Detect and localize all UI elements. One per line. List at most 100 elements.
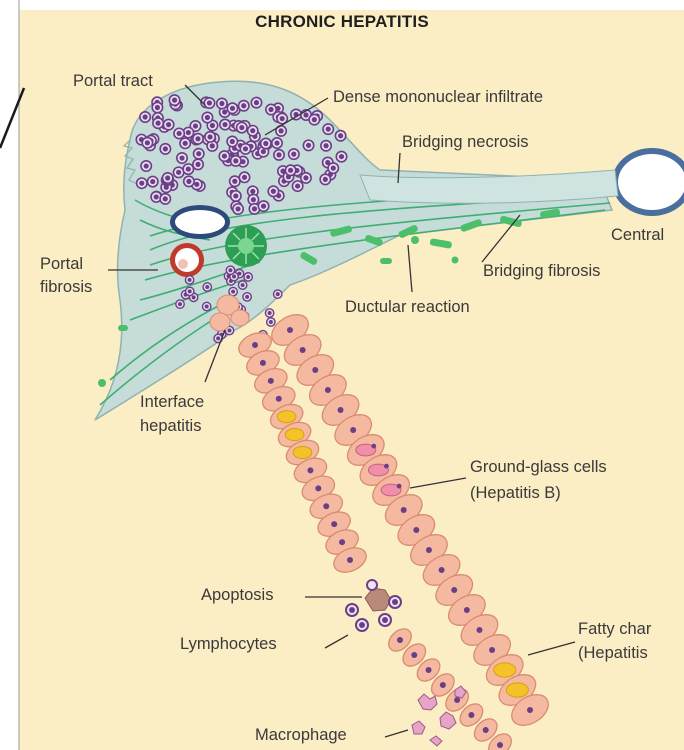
lymphocyte-nucleus (207, 100, 212, 105)
lymphocyte-nucleus (239, 125, 244, 130)
lymphocyte-nucleus (338, 133, 343, 138)
lymphocyte-nucleus (261, 204, 266, 209)
lymphocyte-nucleus (323, 177, 328, 182)
lymphocyte-nucleus (195, 162, 200, 167)
label-portal-fibrosis-line1: Portal (40, 255, 83, 274)
lymphocyte-nucleus (222, 122, 227, 127)
lymphocyte-nucleus (230, 106, 235, 111)
label-bridging-necrosis: Bridging necrosis (402, 133, 529, 152)
lymphocyte-nucleus (241, 103, 246, 108)
hepatocyte-nucleus (276, 396, 282, 402)
central-vein (612, 148, 684, 216)
hepatocyte-nucleus (252, 342, 258, 348)
lymphocyte-nucleus (271, 189, 276, 194)
hepatocyte-nucleus (315, 485, 321, 491)
hepatocyte-nucleus (307, 467, 313, 473)
lymphocyte-nucleus (295, 183, 300, 188)
label-ductular-reaction: Ductular reaction (345, 298, 470, 317)
lymphocyte-nucleus (291, 152, 296, 157)
label-fatty-line2: (Hepatitis (578, 644, 648, 663)
lymphocyte-nucleus (178, 302, 182, 306)
label-portal-tract: Portal tract (73, 72, 153, 91)
hepatocyte-nucleus (397, 637, 403, 643)
lymphocyte-nucleus (276, 152, 281, 157)
lymphocyte-nucleus (205, 305, 209, 309)
lymphocyte-nucleus (205, 285, 209, 289)
fat-droplet (494, 663, 516, 677)
label-macrophage: Macrophage (255, 726, 347, 745)
lymphocyte-nucleus (278, 128, 283, 133)
lymphocyte-nucleus (205, 115, 210, 120)
lymphocyte-nucleus (323, 143, 328, 148)
lymphocyte-nucleus (230, 139, 235, 144)
lymphocyte-nucleus (254, 100, 259, 105)
label-bridging-fibrosis: Bridging fibrosis (483, 262, 600, 281)
hepatocyte-nucleus (287, 327, 293, 333)
hepatocyte-nucleus (260, 360, 266, 366)
lymphocyte-nucleus (268, 107, 273, 112)
lymphocyte-nucleus (303, 112, 308, 117)
lymphocyte-nucleus (245, 295, 249, 299)
hepatocyte-nucleus (323, 503, 329, 509)
hepatocyte-nucleus (468, 712, 474, 718)
lymphocyte-nucleus (207, 134, 212, 139)
lymphocyte-nucleus (232, 275, 236, 279)
lymphocyte-nucleus (235, 206, 240, 211)
hepatocyte-nucleus (497, 742, 503, 748)
hepatocyte-nucleus (440, 682, 446, 688)
lymphocyte-nucleus (228, 268, 232, 272)
lymphocyte-nucleus (210, 123, 215, 128)
lymphocyte-nucleus (232, 179, 237, 184)
hepatocyte-nucleus (489, 647, 495, 653)
portal-tract-region (95, 81, 612, 420)
hepatocyte-nucleus (384, 464, 389, 469)
hepatocyte-nucleus (426, 547, 432, 553)
bile-duct (225, 225, 267, 267)
label-central: Central (611, 226, 664, 245)
hepatocyte-nucleus (401, 507, 407, 513)
label-ground-glass-line2: (Hepatitis B) (470, 484, 561, 503)
lymphocyte-nucleus (233, 158, 238, 163)
label-fatty-line1: Fatty char (578, 620, 651, 639)
hepatocyte-nucleus (426, 667, 432, 673)
lymphocyte-nucleus (312, 117, 317, 122)
lymphocyte-nucleus (269, 320, 273, 324)
lymphocyte-nucleus (176, 170, 181, 175)
lymphocyte-nucleus (233, 193, 238, 198)
lymphocyte-nucleus (222, 109, 227, 114)
lymphocyte-nucleus (188, 278, 192, 282)
lymphocyte-nucleus (186, 179, 191, 184)
hepatocyte-nucleus (476, 627, 482, 633)
hepatocyte-nucleus (439, 567, 445, 573)
lymphocyte-nucleus (306, 143, 311, 148)
lymphocyte-nucleus (144, 163, 149, 168)
lymphocyte-nucleus (177, 131, 182, 136)
lymphocyte-nucleus (186, 130, 191, 135)
label-dense-infiltrate: Dense mononuclear infiltrate (333, 88, 543, 107)
hepatocyte-nucleus (411, 652, 417, 658)
lymphocyte-nucleus (179, 155, 184, 160)
hepatocyte-nucleus (483, 727, 489, 733)
lymphocyte-nucleus (252, 206, 257, 211)
diagram-title: CHRONIC HEPATITIS (0, 12, 684, 32)
hepatocyte-nucleus (350, 427, 356, 433)
lymphocyte-nucleus (155, 121, 160, 126)
lymphocyte-nucleus (326, 126, 331, 131)
hepatocyte-nucleus (300, 347, 306, 353)
hepatic-artery (170, 243, 204, 277)
lymphocyte-nucleus (196, 151, 201, 156)
lymphocyte-nucleus (227, 328, 231, 332)
label-portal-fibrosis-line2: fibrosis (40, 278, 92, 297)
lymphocyte-nucleus (183, 141, 188, 146)
hepatocyte-cord-right (266, 308, 554, 731)
lymphocyte-nucleus (246, 275, 250, 279)
hepatocyte-nucleus (312, 367, 318, 373)
hepatocyte-nucleus (413, 527, 419, 533)
hepatocyte-nucleus (339, 539, 345, 545)
lymphocyte-nucleus (303, 175, 308, 180)
lymphocyte-nucleus (231, 290, 235, 294)
hepatocyte-nucleus (338, 407, 344, 413)
lymphocyte-nucleus (339, 154, 344, 159)
lymphocyte-nucleus (274, 140, 279, 145)
lymphocyte-nucleus (219, 101, 224, 106)
